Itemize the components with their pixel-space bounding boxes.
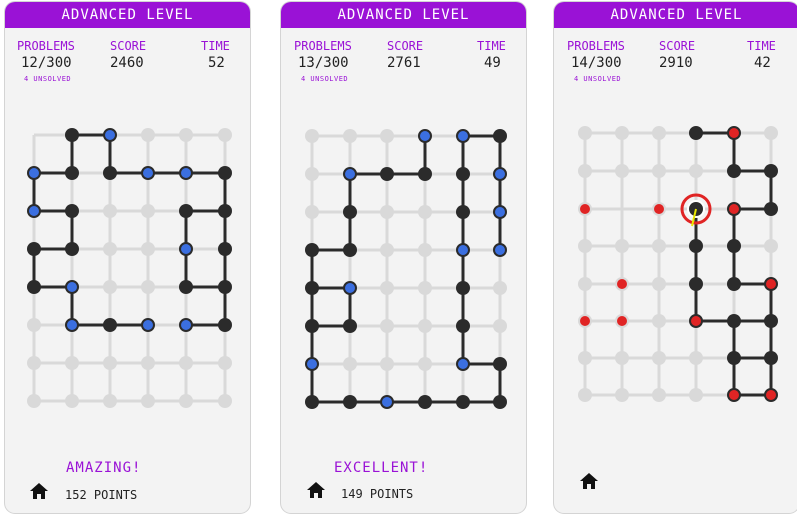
puzzle-screen-1: ADVANCED LEVEL PROBLEMS 12/300 4 UNSOLVE…	[5, 2, 250, 513]
time-label: TIME	[201, 39, 230, 53]
home-icon[interactable]	[306, 481, 326, 499]
solved-path	[310, 134, 502, 404]
home-icon[interactable]	[579, 472, 599, 490]
problems-count: 12/300	[21, 55, 72, 71]
score-value: 2460	[110, 55, 144, 71]
problems-label: PROBLEMS	[294, 39, 352, 53]
level-title: ADVANCED LEVEL	[554, 2, 797, 28]
time-label: TIME	[477, 39, 506, 53]
problems-count: 13/300	[298, 55, 349, 71]
score-label: SCORE	[387, 39, 424, 53]
solved-path	[32, 133, 227, 327]
result-message: EXCELLENT!	[334, 460, 429, 476]
score-value: 2761	[387, 55, 421, 71]
puzzle-board[interactable]	[554, 2, 797, 513]
points-earned: 152 POINTS	[65, 488, 138, 502]
problems-count: 14/300	[571, 55, 622, 71]
puzzle-screen-2: ADVANCED LEVEL PROBLEMS 13/300 4 UNSOLVE…	[281, 2, 526, 513]
time-value: 52	[208, 55, 225, 71]
puzzle-screen-3: ADVANCED LEVEL PROBLEMS 14/300 4 UNSOLVE…	[554, 2, 797, 513]
puzzle-board[interactable]	[281, 2, 526, 513]
score-value: 2910	[659, 55, 693, 71]
score-label: SCORE	[659, 39, 696, 53]
time-value: 42	[754, 55, 771, 71]
level-title: ADVANCED LEVEL	[5, 2, 250, 28]
time-label: TIME	[747, 39, 776, 53]
unsolved-count: 4 UNSOLVED	[574, 75, 622, 83]
points-earned: 149 POINTS	[341, 487, 414, 501]
home-icon[interactable]	[29, 482, 49, 500]
time-value: 49	[484, 55, 501, 71]
result-message: AMAZING!	[66, 460, 142, 476]
score-label: SCORE	[110, 39, 147, 53]
unsolved-count: 4 UNSOLVED	[301, 75, 349, 83]
level-title: ADVANCED LEVEL	[281, 2, 526, 28]
puzzle-board[interactable]	[5, 2, 250, 513]
problems-label: PROBLEMS	[17, 39, 75, 53]
touch-cursor	[680, 193, 712, 227]
problems-label: PROBLEMS	[567, 39, 625, 53]
unsolved-count: 4 UNSOLVED	[24, 75, 72, 83]
